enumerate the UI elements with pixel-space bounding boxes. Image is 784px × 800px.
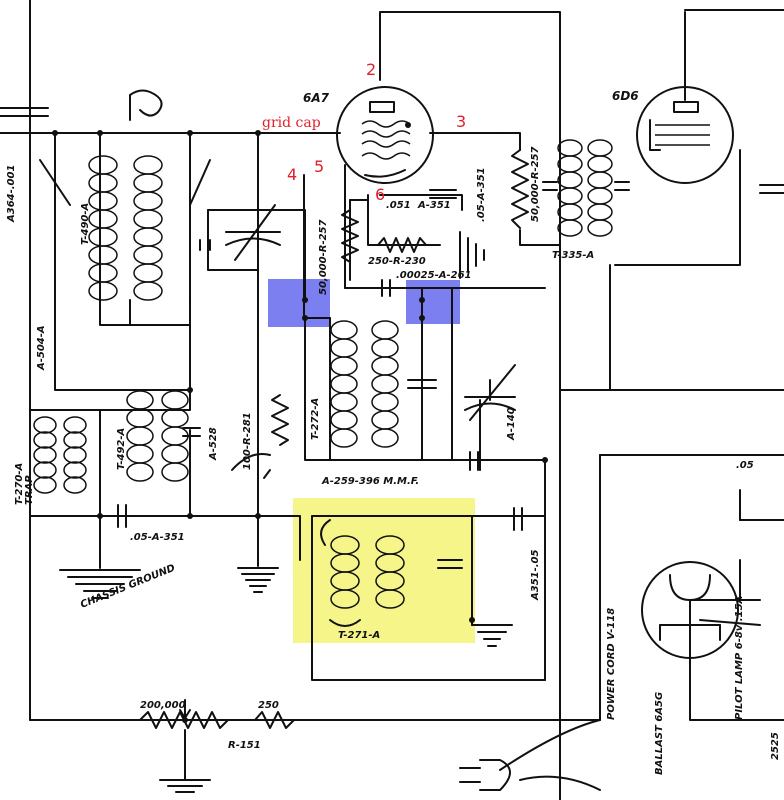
potentiometer-r151 xyxy=(139,699,295,793)
capacitor-label-a351-mid: A-351 xyxy=(417,200,451,211)
resistor-label-r257-right: 50,000-R-257 xyxy=(530,146,541,222)
tube-6d6 xyxy=(636,86,734,184)
resistor-250 xyxy=(377,237,427,253)
capacitor-label-a351-05: A351-.05 xyxy=(530,549,541,601)
tuning-capacitor-a140 xyxy=(464,364,516,421)
capacitor-label-05-a351-left: .05-A-351 xyxy=(130,532,185,543)
resistor-label-r230: 250-R-230 xyxy=(368,256,426,267)
tube-label-ballast: BALLAST 6A5G xyxy=(654,692,665,775)
pin-label-6: 6 xyxy=(375,185,385,204)
transformer-label-t335: T-335-A xyxy=(552,250,594,261)
capacitor-00025 xyxy=(381,279,391,297)
capacitor-05-bottom-left xyxy=(117,504,127,528)
resistor-50000-right xyxy=(511,149,529,229)
capacitor-label-a261: .00025-A-261 xyxy=(396,270,472,281)
transformer-label-trap: TRAP xyxy=(24,475,35,505)
ground-t271 xyxy=(471,624,513,647)
ground-symbol-top xyxy=(459,231,485,279)
resistor-label-r151: R-151 xyxy=(228,740,261,751)
capacitor-label-a259: A-259-396 M.M.F. xyxy=(321,476,419,487)
power-plug xyxy=(459,759,511,791)
transformer-label-t492: T-492-A xyxy=(116,428,127,470)
pin-label-4: 4 xyxy=(287,165,297,184)
transformer-t492 xyxy=(126,390,201,482)
capacitor-051 xyxy=(429,189,457,199)
tube-6a7 xyxy=(336,86,434,184)
transformer-t490 xyxy=(88,89,163,326)
label-pilot-lamp: PILOT LAMP 6-8v .15A xyxy=(734,596,745,720)
transformer-t270 xyxy=(33,416,87,494)
pin-label-2: 2 xyxy=(366,60,376,79)
capacitor-label-a140: A-140 xyxy=(506,407,517,441)
capacitor-a351-05 xyxy=(513,507,523,531)
resistor-label-250: 250 xyxy=(258,700,279,711)
label-power-cord: POWER CORD V-118 xyxy=(606,608,617,720)
capacitor-label-a504: A-504-A xyxy=(36,325,47,371)
label-2525: 2525 xyxy=(770,732,781,760)
pin-label-5: 5 xyxy=(314,157,324,176)
capacitor-right-edge xyxy=(759,184,784,194)
tube-ballast xyxy=(641,559,761,659)
capacitor-label-a364: A364-.001 xyxy=(6,165,17,223)
pin-label-3: 3 xyxy=(456,112,466,131)
tube-label-6a7: 6A7 xyxy=(303,91,330,105)
capacitor-label-05-a351-top: .05-A-351 xyxy=(476,167,487,222)
junction-dots xyxy=(52,130,548,723)
resistor-label-r281: 100-R-281 xyxy=(242,412,253,470)
transformer-t271 xyxy=(320,519,463,627)
transformer-t272 xyxy=(330,320,437,448)
resistor-50000-left xyxy=(341,209,359,263)
resistor-label-200000: 200,000 xyxy=(140,700,186,711)
capacitor-label-05-right: .05 xyxy=(736,460,754,471)
capacitor-a259 xyxy=(469,451,479,471)
transformer-label-t272: T-272-A xyxy=(310,398,321,440)
capacitor-label-051: .051 xyxy=(386,200,411,211)
tuning-capacitor-1 xyxy=(199,204,281,261)
capacitor-a364 xyxy=(0,107,49,117)
resistor-100 xyxy=(231,394,289,479)
transformer-t335 xyxy=(542,139,630,237)
pin-label-grid-cap: grid cap xyxy=(262,115,321,131)
transformer-label-t270: T-270-A xyxy=(14,463,25,505)
transformer-label-t490: T-490-A xyxy=(80,203,91,245)
ground-chassis xyxy=(59,559,279,599)
tube-label-6d6: 6D6 xyxy=(612,89,639,103)
capacitor-label-a528: A-528 xyxy=(208,427,219,461)
transformer-label-t271: T-271-A xyxy=(338,630,380,641)
resistor-label-r257-left: 50,000-R-257 xyxy=(318,219,329,295)
